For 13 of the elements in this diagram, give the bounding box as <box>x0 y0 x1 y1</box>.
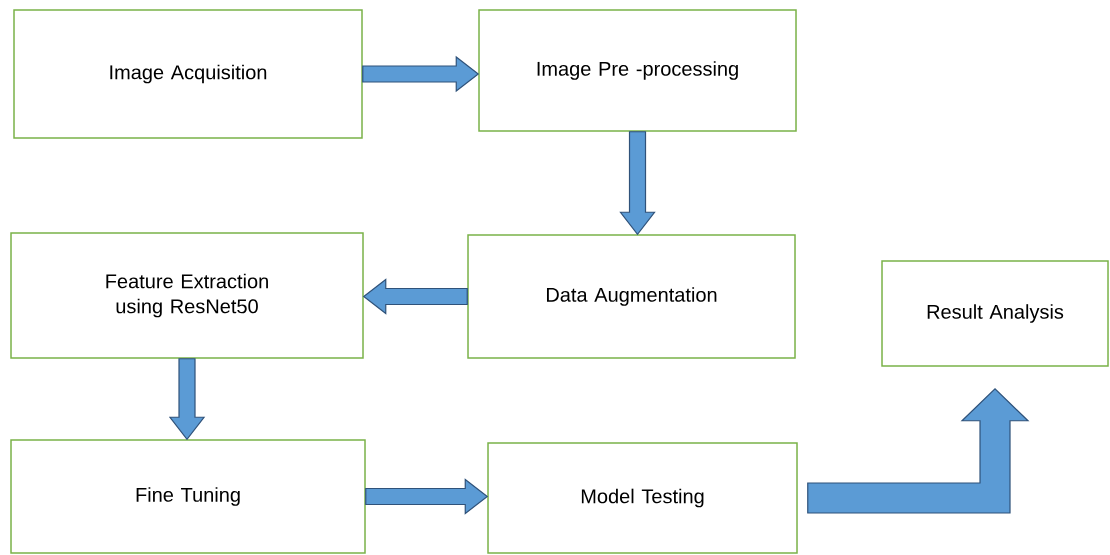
process-box: Image Acquisition <box>13 9 363 139</box>
block-arrow <box>168 358 206 441</box>
block-arrow <box>365 478 489 515</box>
process-box: Result Analysis <box>881 260 1109 367</box>
process-box: Image Pre -processing <box>478 9 797 132</box>
process-box: Fine Tuning <box>10 439 366 554</box>
block-arrow <box>362 278 468 315</box>
block-arrow <box>807 387 1030 514</box>
process-box: Model Testing <box>487 442 798 554</box>
process-box: Feature Extraction using ResNet50 <box>10 232 364 359</box>
block-arrow <box>619 131 656 236</box>
process-box: Data Augmentation <box>467 234 796 359</box>
block-arrow <box>362 55 480 93</box>
